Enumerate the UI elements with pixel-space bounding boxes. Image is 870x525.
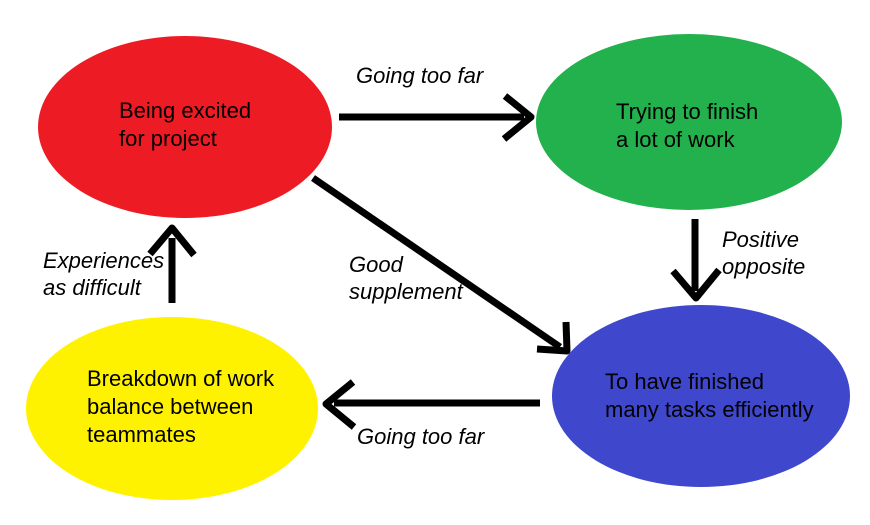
node-work-breakdown-label: Breakdown of work balance between teamma… (87, 366, 275, 447)
node-trying-to-finish: Trying to finish a lot of work (536, 34, 842, 210)
edge-label-positive-opposite: Positive opposite (722, 227, 806, 279)
arrow-excited-to-trying (339, 93, 535, 142)
node-being-excited: Being excited for project (38, 36, 332, 218)
node-finished-tasks-label: To have finished many tasks efficiently (605, 369, 814, 422)
node-trying-to-finish-label: Trying to finish a lot of work (616, 99, 759, 152)
node-work-breakdown: Breakdown of work balance between teamma… (26, 317, 318, 500)
edge-label-going-too-far-top: Going too far (356, 63, 484, 88)
arrow-finished-to-breakdown (322, 379, 540, 430)
edge-label-good-supplement: Good supplement (349, 252, 463, 304)
edge-label-experiences-as-difficult: Experiences as difficult (43, 248, 165, 300)
arrow-trying-to-finished (670, 219, 722, 302)
node-finished-tasks: To have finished many tasks efficiently (552, 305, 850, 487)
edge-label-going-too-far-bottom: Going too far (357, 424, 485, 449)
node-being-excited-label: Being excited for project (119, 98, 252, 151)
